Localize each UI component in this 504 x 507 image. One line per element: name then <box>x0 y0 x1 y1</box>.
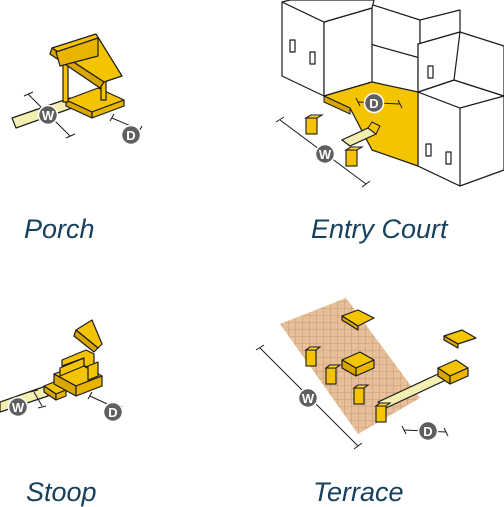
terrace-width-label: W <box>302 391 315 406</box>
terrace-pier <box>325 367 337 385</box>
porch-width-label: W <box>42 108 55 123</box>
stoop-width-label: W <box>12 400 25 415</box>
terrace-depth-label: D <box>423 424 432 439</box>
porch-depth-badge <box>120 124 142 146</box>
entry-court-pier <box>305 117 318 135</box>
entry-court-illustration: W D <box>275 0 504 188</box>
stoop-caption: Stoop <box>26 477 97 507</box>
entry-court-caption: Entry Court <box>311 214 448 244</box>
building-window <box>445 151 452 165</box>
building-window <box>309 51 316 65</box>
terrace-pier <box>305 349 317 367</box>
entry-court-depth-badge <box>363 92 385 114</box>
terrace-depth-badge <box>417 420 439 442</box>
porch-depth-label: D <box>126 128 135 143</box>
porch-illustration: W D <box>11 33 143 146</box>
stoop-depth-label: D <box>108 405 117 420</box>
terrace-panel: W D <box>250 256 504 505</box>
entry-court-depth-label: D <box>369 96 378 111</box>
building-window <box>427 65 434 79</box>
building-window <box>425 143 432 157</box>
porch-panel: W D <box>0 0 250 250</box>
stoop-panel: W D <box>0 256 250 505</box>
porch-post <box>62 63 69 103</box>
porch-caption: Porch <box>24 214 95 244</box>
building-window <box>289 39 296 53</box>
stoop-width-badge <box>7 396 29 418</box>
entry-court-panel: W D <box>250 0 504 250</box>
porch-width-badge <box>37 104 59 126</box>
stoop-illustration: W D <box>0 319 124 423</box>
stoop-depth-badge <box>102 401 124 423</box>
entry-court-pier <box>345 149 358 167</box>
entry-court-width-badge <box>314 143 336 165</box>
terrace-width-badge <box>297 387 319 409</box>
terrace-illustration: W D <box>255 298 477 450</box>
building-back <box>369 3 421 59</box>
terrace-pier <box>375 405 387 423</box>
terrace-pier <box>353 387 365 405</box>
terrace-caption: Terrace <box>313 477 404 507</box>
entry-court-width-label: W <box>319 147 332 162</box>
